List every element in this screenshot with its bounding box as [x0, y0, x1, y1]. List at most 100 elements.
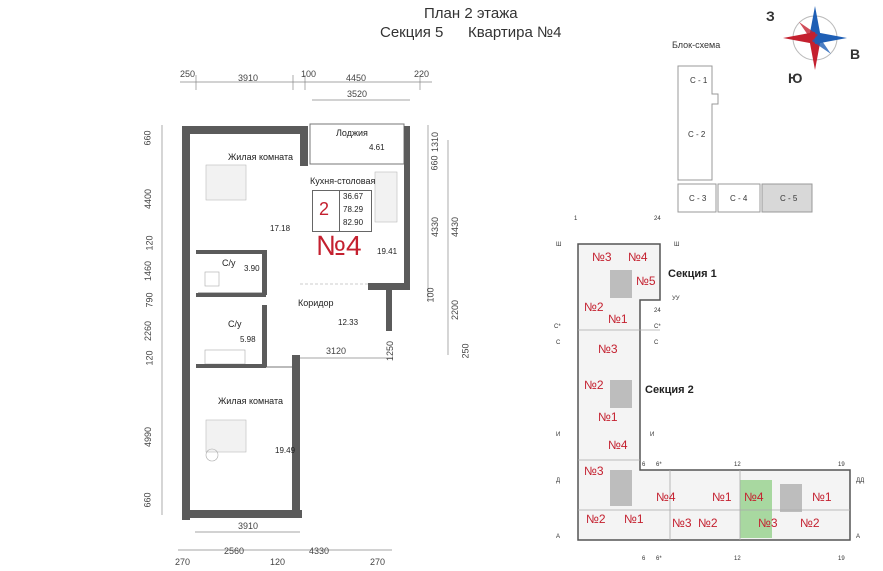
dim-top-inner: 3520 [347, 89, 368, 99]
wall [196, 293, 266, 297]
key-apt: №4 [628, 250, 648, 264]
section-title: Секция 5 [380, 24, 444, 41]
key-axis: 24 [654, 216, 661, 222]
block-c1: С - 1 [690, 76, 708, 85]
key-apt: №1 [712, 490, 732, 504]
room-living2-label: Жилая комната [218, 396, 284, 406]
key-axis: С* [654, 324, 661, 330]
summary-total: 78.29 [343, 205, 364, 214]
key-apt: №2 [584, 300, 604, 314]
key-axis: 19 [838, 556, 845, 562]
block-scheme-title: Блок-схема [672, 40, 721, 50]
wall [196, 250, 266, 254]
dim-bottom-inner: 3910 [238, 521, 259, 531]
key-apt: №3 [584, 464, 604, 478]
block-c3: С - 3 [689, 194, 707, 203]
summary-box: 2 36.67 78.29 82.90 [312, 190, 372, 232]
wall [182, 510, 302, 518]
wall [404, 126, 410, 168]
dim-bottom-1: 270 [175, 557, 191, 567]
key-axis: Ш [556, 242, 562, 248]
key-axis: 12 [734, 556, 741, 562]
key-axis: Д [556, 478, 561, 484]
dim-bottom-3: 120 [270, 557, 286, 567]
plan-title: План 2 этажа [424, 5, 518, 22]
rooms-count: 2 [319, 199, 330, 219]
dim-top-3: 100 [301, 69, 317, 79]
key-apt: №3 [598, 342, 618, 356]
wall [262, 250, 267, 295]
key-axis: 6 [642, 556, 646, 562]
key-axis: Ш [674, 242, 680, 248]
key-apt: №2 [586, 512, 606, 526]
wall [196, 364, 266, 368]
compass-south: Ю [788, 70, 803, 86]
key-apt: №4 [744, 490, 764, 504]
summary-living: 36.67 [343, 192, 364, 201]
room-bath2-area: 5.98 [240, 335, 256, 344]
compass-west: З [766, 8, 775, 24]
key-axis: 6 [642, 462, 646, 468]
apartment-number: №4 [316, 230, 362, 261]
key-axis: 6* [656, 462, 662, 468]
block-c2: С - 2 [688, 130, 706, 139]
key-apt: №2 [800, 516, 820, 530]
key-axis: 24 [654, 308, 661, 314]
room-bath2-label: С/у [228, 319, 242, 329]
wall [262, 305, 267, 367]
dim-bottom-2: 2560 [224, 546, 245, 556]
key-axis: И [650, 432, 655, 438]
key-axis: УУ [672, 296, 680, 302]
key-axis: А [556, 534, 561, 540]
key-apt: №3 [672, 516, 692, 530]
dim-bottom-5: 270 [370, 557, 386, 567]
key-apt: №2 [584, 378, 604, 392]
key-axis: И [556, 432, 561, 438]
wall [182, 126, 190, 520]
key-section-2: Секция 2 [645, 384, 694, 396]
key-apt: №4 [656, 490, 676, 504]
key-apt: №3 [592, 250, 612, 264]
key-axis: 12 [734, 462, 741, 468]
key-apt: №3 [758, 516, 778, 530]
apartment-title: Квартира №4 [468, 24, 562, 41]
key-axis: С [654, 340, 659, 346]
key-axis: С [556, 340, 561, 346]
key-axis: 19 [838, 462, 845, 468]
room-kitchen-area: 19.41 [377, 247, 398, 256]
room-living1-area: 17.18 [270, 224, 291, 233]
room-living2-area: 19.49 [275, 446, 296, 455]
compass-east: В [850, 46, 861, 62]
key-axis: ДД [856, 478, 865, 484]
key-axis: С* [554, 324, 561, 330]
wall [292, 355, 300, 518]
room-living1-label: Жилая комната [228, 152, 294, 162]
room-corridor-label: Коридор [298, 298, 334, 308]
key-apt: №1 [812, 490, 832, 504]
key-axis: 1 [574, 216, 578, 222]
room-bath1-label: С/у [222, 258, 236, 268]
key-apt: №4 [608, 438, 628, 452]
room-kitchen-label: Кухня-столовая [310, 176, 376, 186]
dim-top-4: 4450 [346, 73, 367, 83]
key-apt: №5 [636, 274, 656, 288]
dim-inner-1: 3120 [326, 346, 347, 356]
key-axis: 6* [656, 556, 662, 562]
room-corridor-area: 12.33 [338, 318, 359, 327]
room-loggia-area: 4.61 [369, 143, 385, 152]
key-section-1: Секция 1 [668, 268, 717, 280]
block-c4: С - 4 [730, 194, 748, 203]
wall [386, 283, 392, 331]
wall [300, 126, 308, 166]
key-axis: А [856, 534, 861, 540]
key-apt: №2 [698, 516, 718, 530]
summary-total-loggia: 82.90 [343, 218, 364, 227]
key-apt: №1 [624, 512, 644, 526]
dim-top-5: 220 [414, 69, 430, 79]
dim-top-1: 250 [180, 69, 196, 79]
key-apt: №1 [598, 410, 618, 424]
block-c5: С - 5 [780, 194, 798, 203]
room-bath1-area: 3.90 [244, 264, 260, 273]
